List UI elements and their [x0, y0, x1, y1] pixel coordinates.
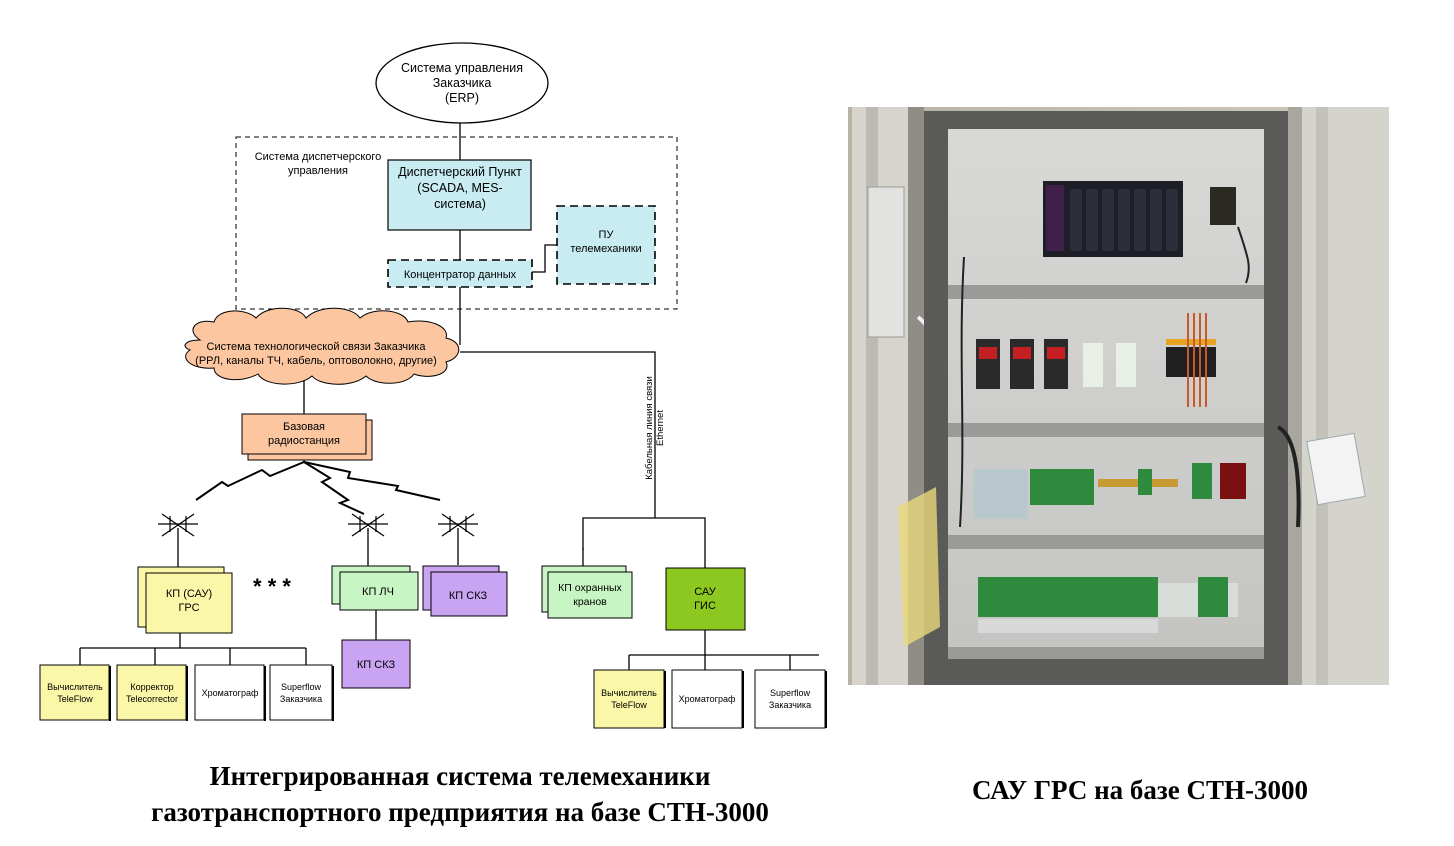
radio-links: [195, 461, 441, 515]
dispatch-system-line-2: управления: [288, 165, 348, 177]
erp-line-1: Система управления: [401, 61, 523, 75]
device-label: TeleFlow: [611, 700, 647, 710]
pu-line-2: телемеханики: [570, 243, 641, 255]
kp-guard-node: КП охранных кранов: [541, 565, 633, 619]
device-superflow-right: Superflow Заказчика: [754, 669, 827, 729]
left-devices: Вычислитель TeleFlow Корректор Telecorre…: [39, 664, 334, 721]
cabinet-photo: [848, 107, 1389, 685]
device-label: Вычислитель: [47, 682, 103, 692]
plc-rack: [1043, 181, 1236, 257]
erp-line-3: (ERP): [445, 91, 479, 105]
comm-system-cloud: Система технологической связи Заказчика …: [184, 307, 460, 385]
pu-line-1: ПУ: [599, 229, 615, 241]
device-teleflow-right: Вычислитель TeleFlow: [593, 669, 666, 729]
cable-line-label-1: Кабельная линия связи: [644, 376, 655, 480]
device-teleflow-left: Вычислитель TeleFlow: [39, 664, 111, 721]
base-station-line-2: радиостанция: [268, 435, 340, 447]
cabinet-shelves: [948, 285, 1264, 659]
module-row-2: [976, 339, 1216, 389]
dispatch-point-line-3: система): [434, 197, 486, 211]
device-label: Superflow: [770, 688, 811, 698]
kp-sau-grs-line-2: ГРС: [178, 602, 199, 614]
terminal-row-3: [974, 463, 1246, 519]
right-devices: Вычислитель TeleFlow Хроматограф Superfl…: [593, 669, 827, 729]
device-superflow-left: Superflow Заказчика: [269, 664, 334, 721]
device-label: Хроматограф: [202, 688, 259, 698]
kp-skz-node-2: КП СКЗ: [341, 639, 411, 689]
cabinet-right-door: [1276, 107, 1389, 685]
device-label: Хроматограф: [679, 694, 736, 704]
device-label: Заказчика: [769, 700, 811, 710]
kp-skz-label: КП СКЗ: [449, 590, 488, 602]
terminal-row-4: [978, 577, 1238, 633]
comm-system-line-1: Система технологической связи Заказчика: [207, 341, 427, 353]
antenna-icon: [158, 513, 198, 537]
antenna-icons: [158, 513, 478, 537]
antenna-icon: [348, 513, 388, 537]
diagram-caption-line-2: газотранспортного предприятия на базе СТ…: [151, 797, 769, 827]
base-station-line-1: Базовая: [283, 421, 325, 433]
kp-skz-label-2: КП СКЗ: [357, 659, 396, 671]
antenna-icon: [438, 513, 478, 537]
device-label: Корректор: [130, 682, 173, 692]
device-label: Заказчика: [280, 694, 322, 704]
kp-guard-line-2: кранов: [573, 596, 607, 608]
kp-sau-grs-node: КП (САУ) ГРС: [137, 566, 233, 634]
kp-sau-grs-line-1: КП (САУ): [166, 588, 212, 600]
concentrator-node: Концентратор данных: [387, 259, 533, 288]
sau-gis-node: САУ ГИС: [665, 567, 746, 631]
device-chromatograph-right: Хроматограф: [671, 669, 744, 729]
device-label: Вычислитель: [601, 688, 657, 698]
base-station-node: Базовая радиостанция: [241, 413, 373, 461]
device-label: Telecorrector: [126, 694, 178, 704]
cabinet-wiring: [959, 226, 1250, 528]
kp-lch-node: КП ЛЧ: [331, 565, 419, 611]
kp-lch-label: КП ЛЧ: [362, 586, 394, 598]
dispatch-point-node: Диспетчерский Пункт (SCADA, MES- система…: [387, 159, 532, 231]
comm-system-line-2: (РРЛ, каналы ТЧ, кабель, оптоволокно, др…: [195, 355, 437, 367]
device-telecorrector: Корректор Telecorrector: [116, 664, 188, 721]
diagram-caption: Интегрированная система телемеханики газ…: [40, 758, 880, 830]
dispatch-point-line-2: (SCADA, MES-: [417, 181, 502, 195]
photo-caption: САУ ГРС на базе СТН-3000: [972, 775, 1308, 805]
kp-guard-line-1: КП охранных: [558, 582, 622, 594]
sau-gis-line-2: ГИС: [694, 600, 716, 612]
pu-telemechanics-node: ПУ телемеханики: [556, 205, 656, 285]
device-chromatograph-left: Хроматограф: [194, 664, 266, 721]
diagram-caption-line-1: Интегрированная система телемеханики: [209, 761, 711, 791]
dispatch-point-line-1: Диспетчерский Пункт: [398, 165, 522, 179]
erp-node: Система управления Заказчика (ERP): [375, 42, 549, 124]
kp-skz-node: КП СКЗ: [422, 565, 508, 617]
sau-gis-line-1: САУ: [694, 586, 717, 598]
ellipsis-mark: * * *: [253, 574, 291, 599]
device-label: Superflow: [281, 682, 322, 692]
device-label: TeleFlow: [57, 694, 93, 704]
cable-bag: [898, 487, 940, 647]
dispatch-system-frame: Система диспетчерского управления: [235, 136, 678, 310]
erp-line-2: Заказчика: [433, 76, 492, 90]
dispatch-system-line-1: Система диспетчерского: [255, 151, 382, 163]
concentrator-label: Концентратор данных: [404, 269, 517, 281]
cable-line-label-2: Ethernet: [655, 410, 666, 446]
